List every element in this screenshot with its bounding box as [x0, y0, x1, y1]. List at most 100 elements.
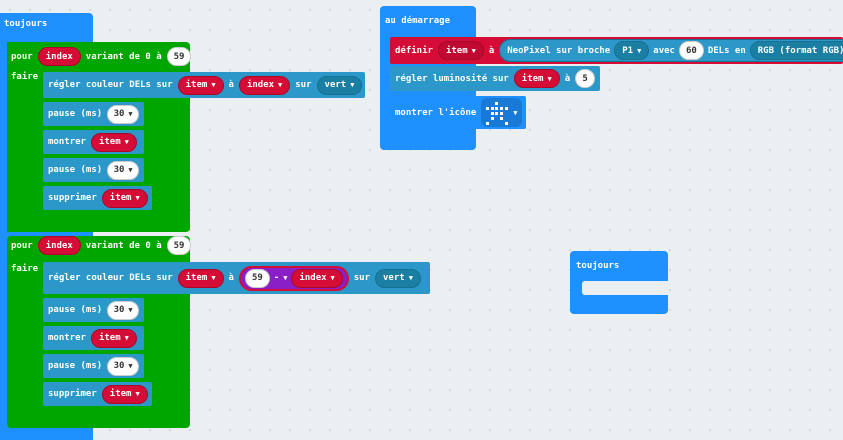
item-dropdown[interactable]: item▼: [513, 69, 560, 88]
pause-block-4[interactable]: pause (ms) 30▼: [43, 354, 144, 378]
mode-label: RGB (format RGB): [757, 45, 843, 56]
index-label: index: [246, 80, 275, 90]
loop-var-dropdown[interactable]: index: [37, 236, 81, 255]
chevron-down-icon: ▼: [211, 274, 216, 282]
pause-value: 30: [113, 109, 125, 119]
pause-input[interactable]: 30▼: [107, 300, 139, 320]
chevron-down-icon: ▼: [350, 81, 355, 89]
pause-block-3[interactable]: pause (ms) 30▼: [43, 298, 144, 322]
forever-empty-slot: [582, 281, 668, 295]
chevron-down-icon: ▼: [135, 390, 140, 398]
chevron-down-icon: ▼: [124, 138, 129, 146]
pause-block-2[interactable]: pause (ms) 30▼: [43, 158, 144, 182]
show-label: montrer: [48, 137, 86, 147]
index-dropdown[interactable]: index▼: [291, 268, 343, 288]
a-label: à: [228, 80, 234, 90]
item-dropdown[interactable]: item▼: [177, 268, 224, 288]
forever-label-2: toujours: [576, 261, 620, 271]
item-label: item: [521, 73, 544, 84]
set-led-color-block-2[interactable]: régler couleur DELs sur item▼ à 59 - ▼ i…: [43, 262, 430, 294]
star-icon: [485, 101, 509, 125]
range-text: variant de 0 à: [85, 51, 162, 62]
item-label: item: [109, 389, 132, 399]
range-text: variant de 0 à: [85, 240, 162, 251]
a-label: à: [488, 45, 495, 56]
loop-max-value: 59: [173, 51, 185, 62]
loop-max-input[interactable]: 59: [166, 236, 192, 255]
chevron-down-icon[interactable]: ▼: [283, 274, 288, 282]
chevron-down-icon: ▼: [135, 194, 140, 202]
chevron-down-icon: ▼: [637, 46, 642, 55]
chevron-down-icon: ▼: [211, 81, 216, 89]
pin-dropdown[interactable]: P1▼: [614, 41, 650, 60]
item-dropdown[interactable]: item▼: [437, 41, 484, 60]
chevron-down-icon: ▼: [124, 334, 129, 342]
on-start-label: au démarrage: [385, 16, 451, 26]
pause-input[interactable]: 30▼: [107, 104, 139, 124]
dels-en-label: DELs en: [707, 45, 746, 56]
avec-label: avec: [653, 45, 675, 56]
chevron-down-icon: ▼: [547, 74, 552, 83]
item-label: item: [109, 193, 132, 203]
chevron-down-icon: ▼: [513, 108, 518, 117]
color-label: vert: [324, 80, 347, 90]
sur-label: sur: [353, 273, 371, 283]
subtract-block[interactable]: 59 - ▼ index▼: [238, 265, 349, 291]
pause-value: 30: [113, 305, 125, 315]
color-label: vert: [383, 273, 405, 283]
index-dropdown[interactable]: index▼: [238, 75, 291, 95]
chevron-down-icon: ▼: [278, 81, 283, 89]
item-dropdown[interactable]: item▼: [101, 188, 148, 208]
math-left-value: 59: [251, 273, 263, 283]
chevron-down-icon: ▼: [128, 166, 133, 174]
pause-block-1[interactable]: pause (ms) 30▼: [43, 102, 144, 126]
led-count-input[interactable]: 60: [678, 41, 704, 60]
item-dropdown[interactable]: item▼: [101, 384, 148, 404]
item-label: item: [185, 273, 208, 283]
icon-dropdown[interactable]: ▼: [481, 98, 522, 127]
set-led-color-block-1[interactable]: régler couleur DELs sur item▼ à index▼ s…: [43, 72, 365, 98]
pause-label: pause (ms): [48, 165, 103, 175]
set-variable-block[interactable]: définir item▼ à NeoPixel sur broche P1▼ …: [390, 37, 843, 64]
item-dropdown[interactable]: item▼: [90, 328, 137, 348]
loop-var-dropdown[interactable]: index: [37, 47, 81, 66]
neopixel-label: NeoPixel sur broche: [507, 45, 611, 56]
show-block-2[interactable]: montrer item▼: [43, 326, 144, 350]
loop-max-input[interactable]: 59: [166, 47, 192, 66]
item-dropdown[interactable]: item▼: [90, 132, 137, 152]
show-icon-label: montrer l'icône: [395, 107, 477, 118]
led-count-value: 60: [685, 45, 697, 56]
show-icon-block[interactable]: montrer l'icône ▼: [390, 96, 526, 129]
set-color-label: régler couleur DELs sur: [48, 273, 173, 283]
loop-var-label: index: [45, 51, 73, 62]
pin-label: P1: [622, 45, 634, 56]
show-block-1[interactable]: montrer item▼: [43, 130, 144, 154]
item-label: item: [98, 137, 121, 147]
neopixel-create-block[interactable]: NeoPixel sur broche P1▼ avec 60 DELs en …: [499, 39, 843, 62]
chevron-down-icon: ▼: [330, 274, 335, 282]
clear-label: supprimer: [48, 389, 97, 399]
mode-dropdown[interactable]: RGB (format RGB)▼: [749, 41, 843, 60]
a-label: à: [228, 273, 234, 283]
clear-block-2[interactable]: supprimer item▼: [43, 382, 152, 406]
pause-input[interactable]: 30▼: [107, 356, 139, 376]
define-label: définir: [395, 45, 433, 56]
forever-label-1: toujours: [4, 19, 48, 29]
pause-label: pause (ms): [48, 305, 103, 315]
for-keyword: pour: [11, 240, 33, 251]
item-dropdown[interactable]: item▼: [177, 75, 224, 95]
for-loop-header-2: pour index variant de 0 à 59: [11, 236, 192, 255]
show-label: montrer: [48, 333, 86, 343]
index-label: index: [299, 273, 327, 283]
math-left-input[interactable]: 59: [244, 268, 270, 288]
color-dropdown[interactable]: vert▼: [316, 75, 363, 95]
set-brightness-block[interactable]: régler luminosité sur item▼ à 5: [390, 66, 600, 91]
brightness-input[interactable]: 5: [575, 69, 596, 88]
clear-block-1[interactable]: supprimer item▼: [43, 186, 152, 210]
pause-label: pause (ms): [48, 109, 103, 119]
loop-max-value: 59: [173, 240, 185, 251]
a-label: à: [564, 73, 571, 84]
color-dropdown[interactable]: vert▼: [375, 268, 421, 288]
pause-input[interactable]: 30▼: [107, 160, 139, 180]
faire-label: faire: [11, 264, 39, 274]
